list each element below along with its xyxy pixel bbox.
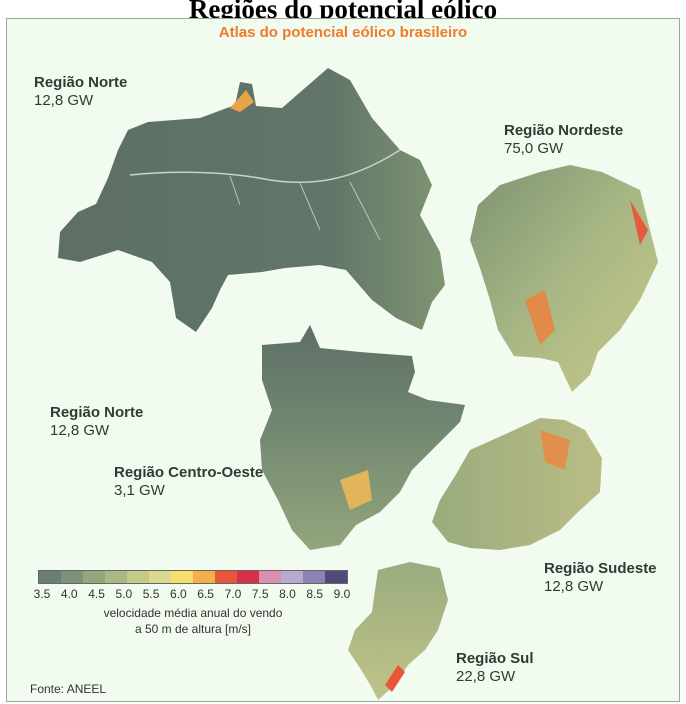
legend-swatch (149, 571, 171, 583)
legend-tick-label: 6.0 (170, 587, 187, 601)
region-sul-shape (348, 562, 448, 700)
region-label-centro-oeste: Região Centro-Oeste 3,1 GW (114, 464, 264, 499)
legend-swatch (193, 571, 215, 583)
legend-tick-label: 8.5 (306, 587, 324, 601)
legend-swatch (105, 571, 127, 583)
sudeste-hotspot (540, 430, 570, 470)
legend-swatch (303, 571, 325, 583)
amazon-river (129, 149, 401, 184)
legend-swatch (325, 571, 347, 583)
legend-color-bar (38, 570, 348, 584)
legend-tick-label: 7.5 (251, 587, 269, 601)
norte-hotspot (230, 90, 254, 112)
legend-tick-label: 7.0 (224, 587, 242, 601)
region-label-sul: Região Sul 22,8 GW (456, 650, 534, 685)
nordeste-hotspot (525, 290, 555, 345)
page-heading: Regiões do potencial eólico (188, 0, 498, 20)
region-norte-shape (58, 68, 445, 332)
source-credit: Fonte: ANEEL (30, 682, 107, 696)
legend-swatch (61, 571, 83, 583)
centro-oeste-hotspot (340, 470, 372, 510)
map-title: Atlas do potencial eólico brasileiro (218, 24, 468, 41)
region-sudeste-shape (432, 418, 602, 550)
nordeste-coast-hotspot (630, 200, 648, 245)
legend-caption-line2: a 50 m de altura [m/s] (134, 622, 252, 636)
legend-caption-line1: velocidade média anual do vendo (103, 606, 283, 620)
region-label-nordeste: Região Nordeste 75,0 GW (504, 122, 624, 157)
legend-ticks: 3.5 4.0 4.5 5.0 5.5 6.0 6.5 7.0 7.5 8.0 8.5 9.0 (34, 587, 351, 603)
legend-tick-label: 4.0 (60, 587, 78, 601)
legend-tick-label: 5.5 (142, 587, 160, 601)
region-label-sudeste: Região Sudeste 12,8 GW (544, 560, 657, 595)
river-tributaries (229, 175, 381, 241)
region-label-norte-top: Região Norte 12,8 GW (34, 74, 128, 109)
wind-speed-legend: 3.5 4.0 4.5 5.0 5.5 6.0 6.5 7.0 7.5 8.0 8.5 9.0 vel… (34, 570, 351, 637)
legend-tick-label: 4.5 (88, 587, 105, 601)
legend-tick-label: 6.5 (197, 587, 214, 601)
legend-swatch (215, 571, 237, 583)
legend-swatch (83, 571, 105, 583)
legend-swatch (237, 571, 259, 583)
region-label-norte-bottom: Região Norte 12,8 GW (50, 404, 144, 439)
legend-caption: velocidade média anual do vendo a 50 m d… (38, 605, 348, 637)
region-nordeste-shape (470, 165, 658, 392)
legend-swatch (281, 571, 303, 583)
legend-tick-label: 5.0 (115, 587, 133, 601)
sul-coast-hotspot (385, 665, 405, 692)
legend-swatch (127, 571, 149, 583)
legend-swatch (171, 571, 193, 583)
region-centro-oeste-shape (260, 325, 465, 550)
legend-tick-label: 8.0 (279, 587, 296, 601)
legend-swatch (39, 571, 61, 583)
legend-tick-label: 3.5 (33, 587, 51, 601)
legend-swatch (259, 571, 281, 583)
legend-tick-label: 9.0 (333, 587, 351, 601)
